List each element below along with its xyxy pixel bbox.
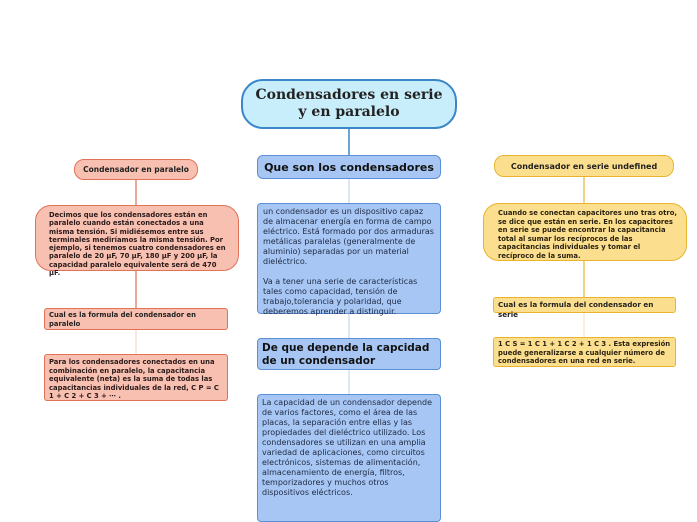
subtopic-paralelo-formula[interactable]: Para los condensadores conectados en una…: [44, 354, 228, 401]
topic-label: Que son los condensadores: [264, 160, 434, 174]
subtopic-serie-formula[interactable]: 1 C S = 1 C 1 + 1 C 2 + 1 C 3 . Esta exp…: [493, 337, 676, 367]
topic-condensador-paralelo[interactable]: Condensador en paralelo: [74, 159, 198, 180]
topic-que-son-condensadores[interactable]: Que son los condensadores: [257, 155, 441, 179]
subtopic-serie-descripcion[interactable]: Cuando se conectan capacitores uno tras …: [483, 203, 687, 261]
topic-condensador-serie[interactable]: Condensador en serie undefined: [494, 155, 674, 177]
subtopic-capacidad-text[interactable]: La capacidad de un condensador depende d…: [257, 394, 441, 522]
topic-label: Condensador en serie undefined: [510, 161, 658, 171]
root-topic[interactable]: Condensadores en serie y en paralelo: [241, 79, 457, 129]
subtopic-capacidad-title[interactable]: De que depende la capcidad de un condens…: [257, 338, 441, 370]
subtopic-paralelo-descripcion[interactable]: Decimos que los condensadores están en p…: [35, 205, 239, 277]
subtopic-definicion[interactable]: un condensador es un dispositivo capaz d…: [257, 203, 441, 316]
subtopic-paralelo-formula-question[interactable]: Cual es la formula del condensador en pa…: [44, 308, 228, 330]
topic-label: Condensador en paralelo: [83, 165, 189, 174]
subtopic-serie-formula-question[interactable]: Cual es la formula del condensador en se…: [493, 297, 676, 319]
root-topic-label: Condensadores en serie y en paralelo: [255, 87, 443, 120]
